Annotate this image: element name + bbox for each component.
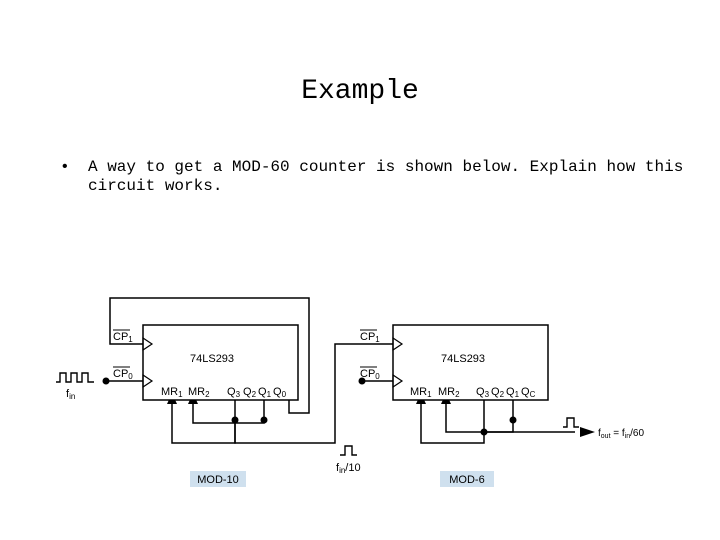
counter-1-cp1-label: CP1 <box>113 331 133 344</box>
counter-2-q0-label: QC <box>521 386 536 399</box>
mid-pulse-icon <box>340 445 357 456</box>
counter-1-q0-label: Q0 <box>273 386 287 399</box>
counter-2-mr2-label: MR2 <box>438 386 460 399</box>
counter-2-q1-label: Q1 <box>506 386 520 399</box>
counter-2-cp1-label: CP1 <box>360 331 380 344</box>
wires <box>106 297 575 444</box>
counter-1-mr2-label: MR2 <box>188 386 210 399</box>
counter-1-q2-label: Q2 <box>243 386 257 399</box>
counter-1-q3-label: Q3 <box>227 386 241 399</box>
counter-2-q2-label: Q2 <box>491 386 505 399</box>
counter-1-chip-body <box>142 324 299 401</box>
counter-1-cp0-label: CP0 <box>113 368 133 381</box>
counter-2-mr1-label: MR1 <box>410 386 432 399</box>
bullet-text: A way to get a MOD-60 counter is shown b… <box>88 158 684 195</box>
counter-1-q1-label: Q1 <box>258 386 272 399</box>
mid-frequency-label: fin/10 <box>336 462 361 475</box>
counter-1-mr1-label: MR1 <box>161 386 183 399</box>
input-frequency-label: fin <box>66 388 75 401</box>
output-pulse-icon <box>563 417 579 428</box>
counter-2-chip-body <box>392 324 549 401</box>
counter-2-cp0-label: CP0 <box>360 368 380 381</box>
counter-1-cp1-clock-triangle <box>142 336 154 352</box>
counter-2-q3-label: Q3 <box>476 386 490 399</box>
mod-10-caption: MOD-10 <box>197 474 239 486</box>
mod-10-caption-box <box>190 471 246 487</box>
output-frequency-label: fout = fin/60 <box>598 428 644 440</box>
bullet-marker: • <box>60 158 70 176</box>
counter-1-chip-name: 74LS293 <box>190 353 234 365</box>
slide-title: Example <box>301 76 419 107</box>
counter-2-cp1-clock-triangle <box>392 336 404 352</box>
counter-1-cp0-clock-triangle <box>142 373 154 389</box>
counter-1: CP1 CP0 74LS293 MR1 MR2 Q3 Q2 Q1 Q0 <box>113 324 299 401</box>
counter-2: CP1 CP0 74LS293 MR1 MR2 Q3 Q2 Q1 QC <box>360 324 549 401</box>
mod-6-caption: MOD-6 <box>449 474 484 486</box>
mod-6-caption-box <box>440 471 494 487</box>
input-pulse-train-icon <box>56 372 94 383</box>
counter-2-chip-name: 74LS293 <box>441 353 485 365</box>
counter-2-cp0-clock-triangle <box>392 373 404 389</box>
junction-dots <box>102 377 517 436</box>
